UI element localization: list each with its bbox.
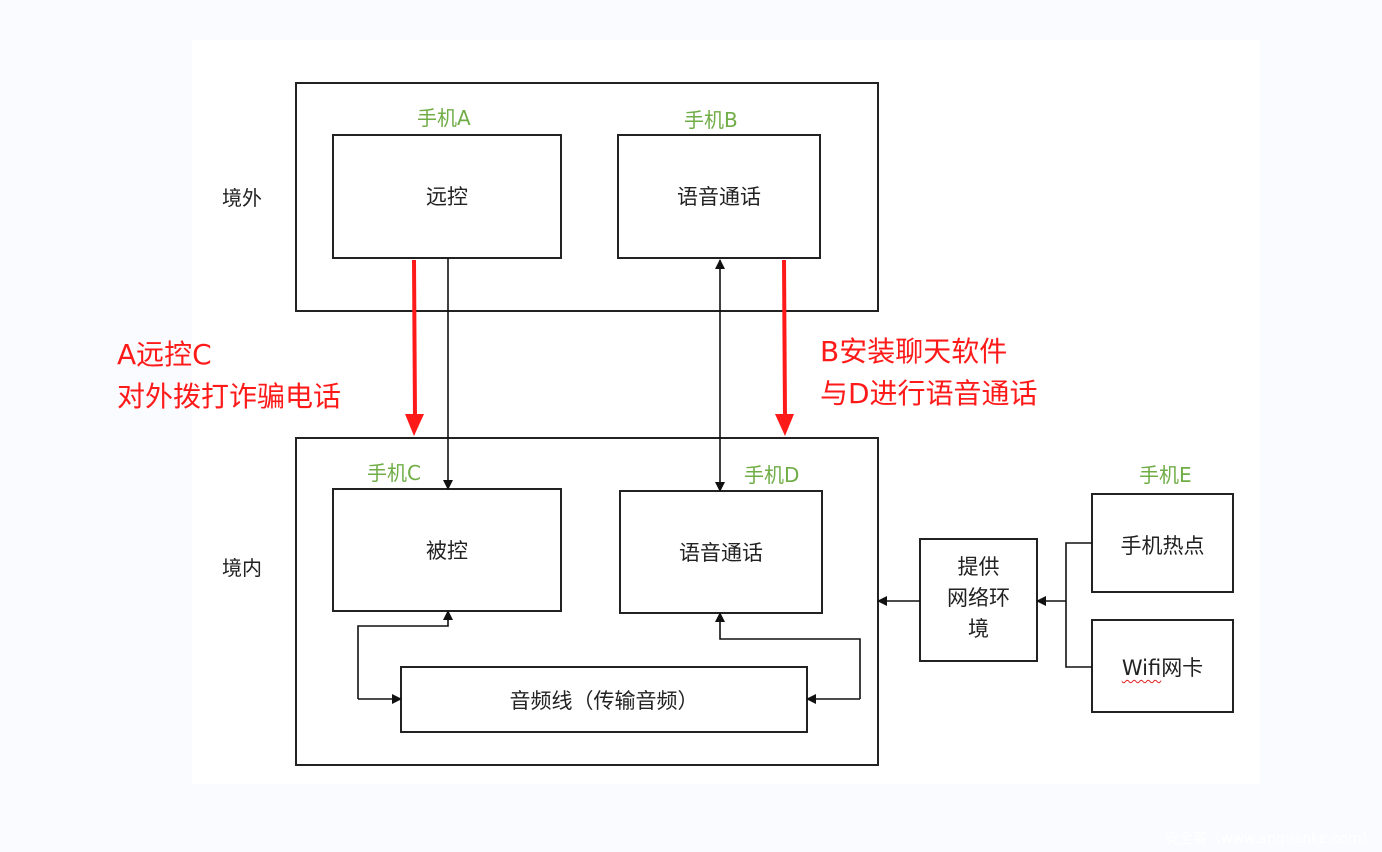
phone-c-label: 手机C <box>367 461 421 485</box>
phone-a-function: 远控 <box>426 185 468 209</box>
phone-d-function: 语音通话 <box>679 541 763 565</box>
hotspot-label: 手机热点 <box>1120 534 1205 558</box>
phone-c-box <box>332 488 562 612</box>
annotation-right-line-1: B安装聊天软件 <box>820 335 1008 368</box>
arrow-cable-to-d <box>715 612 861 699</box>
phone-b-function: 语音通话 <box>677 185 761 209</box>
network-provider-line-2: 网络环 <box>947 586 1010 610</box>
zone-label-overseas: 境外 <box>222 186 262 210</box>
wifi-word: Wifi <box>1121 656 1162 680</box>
red-arrow-left <box>405 260 424 436</box>
phone-e-label: 手机E <box>1139 463 1192 487</box>
network-provider-label: 提供 网络环 境 <box>920 552 1037 645</box>
red-arrow-right <box>775 260 794 436</box>
phone-a-box <box>332 134 562 259</box>
arrow-cable-to-c <box>357 610 453 699</box>
phone-c-function: 被控 <box>426 539 468 563</box>
zone-label-domestic: 境内 <box>222 556 262 580</box>
network-source-bracket <box>1065 542 1092 668</box>
watermark: 安全客（www.anquanke.com） <box>1165 831 1376 847</box>
annotation-left-line-2: 对外拨打诈骗电话 <box>117 380 342 413</box>
annotation-left-line-1: A远控C <box>117 338 212 371</box>
phone-b-box <box>617 134 821 259</box>
annotation-right: B安装聊天软件 与D进行语音通话 <box>820 331 1038 415</box>
overseas-zone-box <box>295 82 879 312</box>
phone-b-label: 手机B <box>684 108 738 132</box>
network-provider-line-3: 境 <box>968 617 989 641</box>
wifi-suffix: 网卡 <box>1161 656 1204 680</box>
annotation-left: A远控C 对外拨打诈骗电话 <box>117 334 341 418</box>
network-provider-box <box>919 538 1038 662</box>
phone-a-label: 手机A <box>417 106 471 130</box>
wifi-card-label: Wifi网卡 <box>1092 652 1233 682</box>
phone-d-label: 手机D <box>744 463 800 487</box>
network-provider-line-1: 提供 <box>957 555 1000 579</box>
audio-cable-label: 音频线（传输音频） <box>509 689 699 713</box>
annotation-right-line-2: 与D进行语音通话 <box>820 377 1038 410</box>
wifi-card-box <box>1091 619 1234 713</box>
